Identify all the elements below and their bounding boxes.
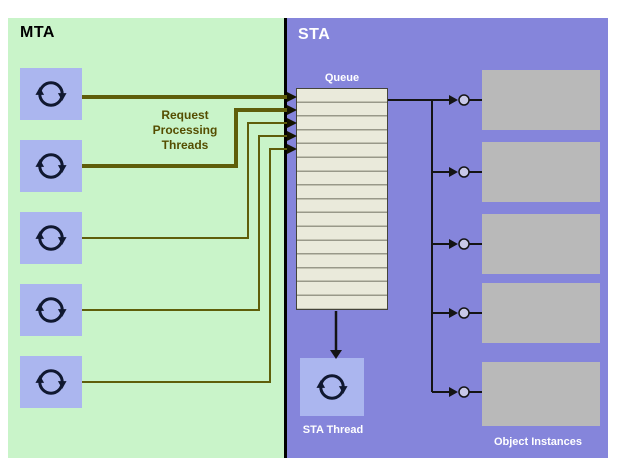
sta-label: STA xyxy=(298,26,331,43)
circular-arrow-icon xyxy=(313,368,351,406)
sta-thread-box xyxy=(300,358,364,416)
mta-thread-box xyxy=(20,68,82,120)
queue-box xyxy=(296,88,388,310)
object-instances-label: Object Instances xyxy=(493,436,583,448)
circular-arrow-icon xyxy=(32,219,70,257)
sta-thread-label: STA Thread xyxy=(302,424,364,436)
circular-arrow-icon xyxy=(32,363,70,401)
mta-label: MTA xyxy=(20,24,55,41)
mta-thread-box xyxy=(20,284,82,336)
object-instance-box xyxy=(482,142,600,202)
object-instance-box xyxy=(482,362,600,426)
circular-arrow-icon xyxy=(32,147,70,185)
object-instance-box xyxy=(482,214,600,274)
object-instance-box xyxy=(482,70,600,130)
mta-thread-box xyxy=(20,356,82,408)
mta-thread-box xyxy=(20,140,82,192)
circular-arrow-icon xyxy=(32,75,70,113)
queue-label: Queue xyxy=(324,72,360,84)
object-instance-box xyxy=(482,283,600,343)
request-processing-threads-label: Request Processing Threads xyxy=(152,108,218,152)
mta-thread-box xyxy=(20,212,82,264)
circular-arrow-icon xyxy=(32,291,70,329)
